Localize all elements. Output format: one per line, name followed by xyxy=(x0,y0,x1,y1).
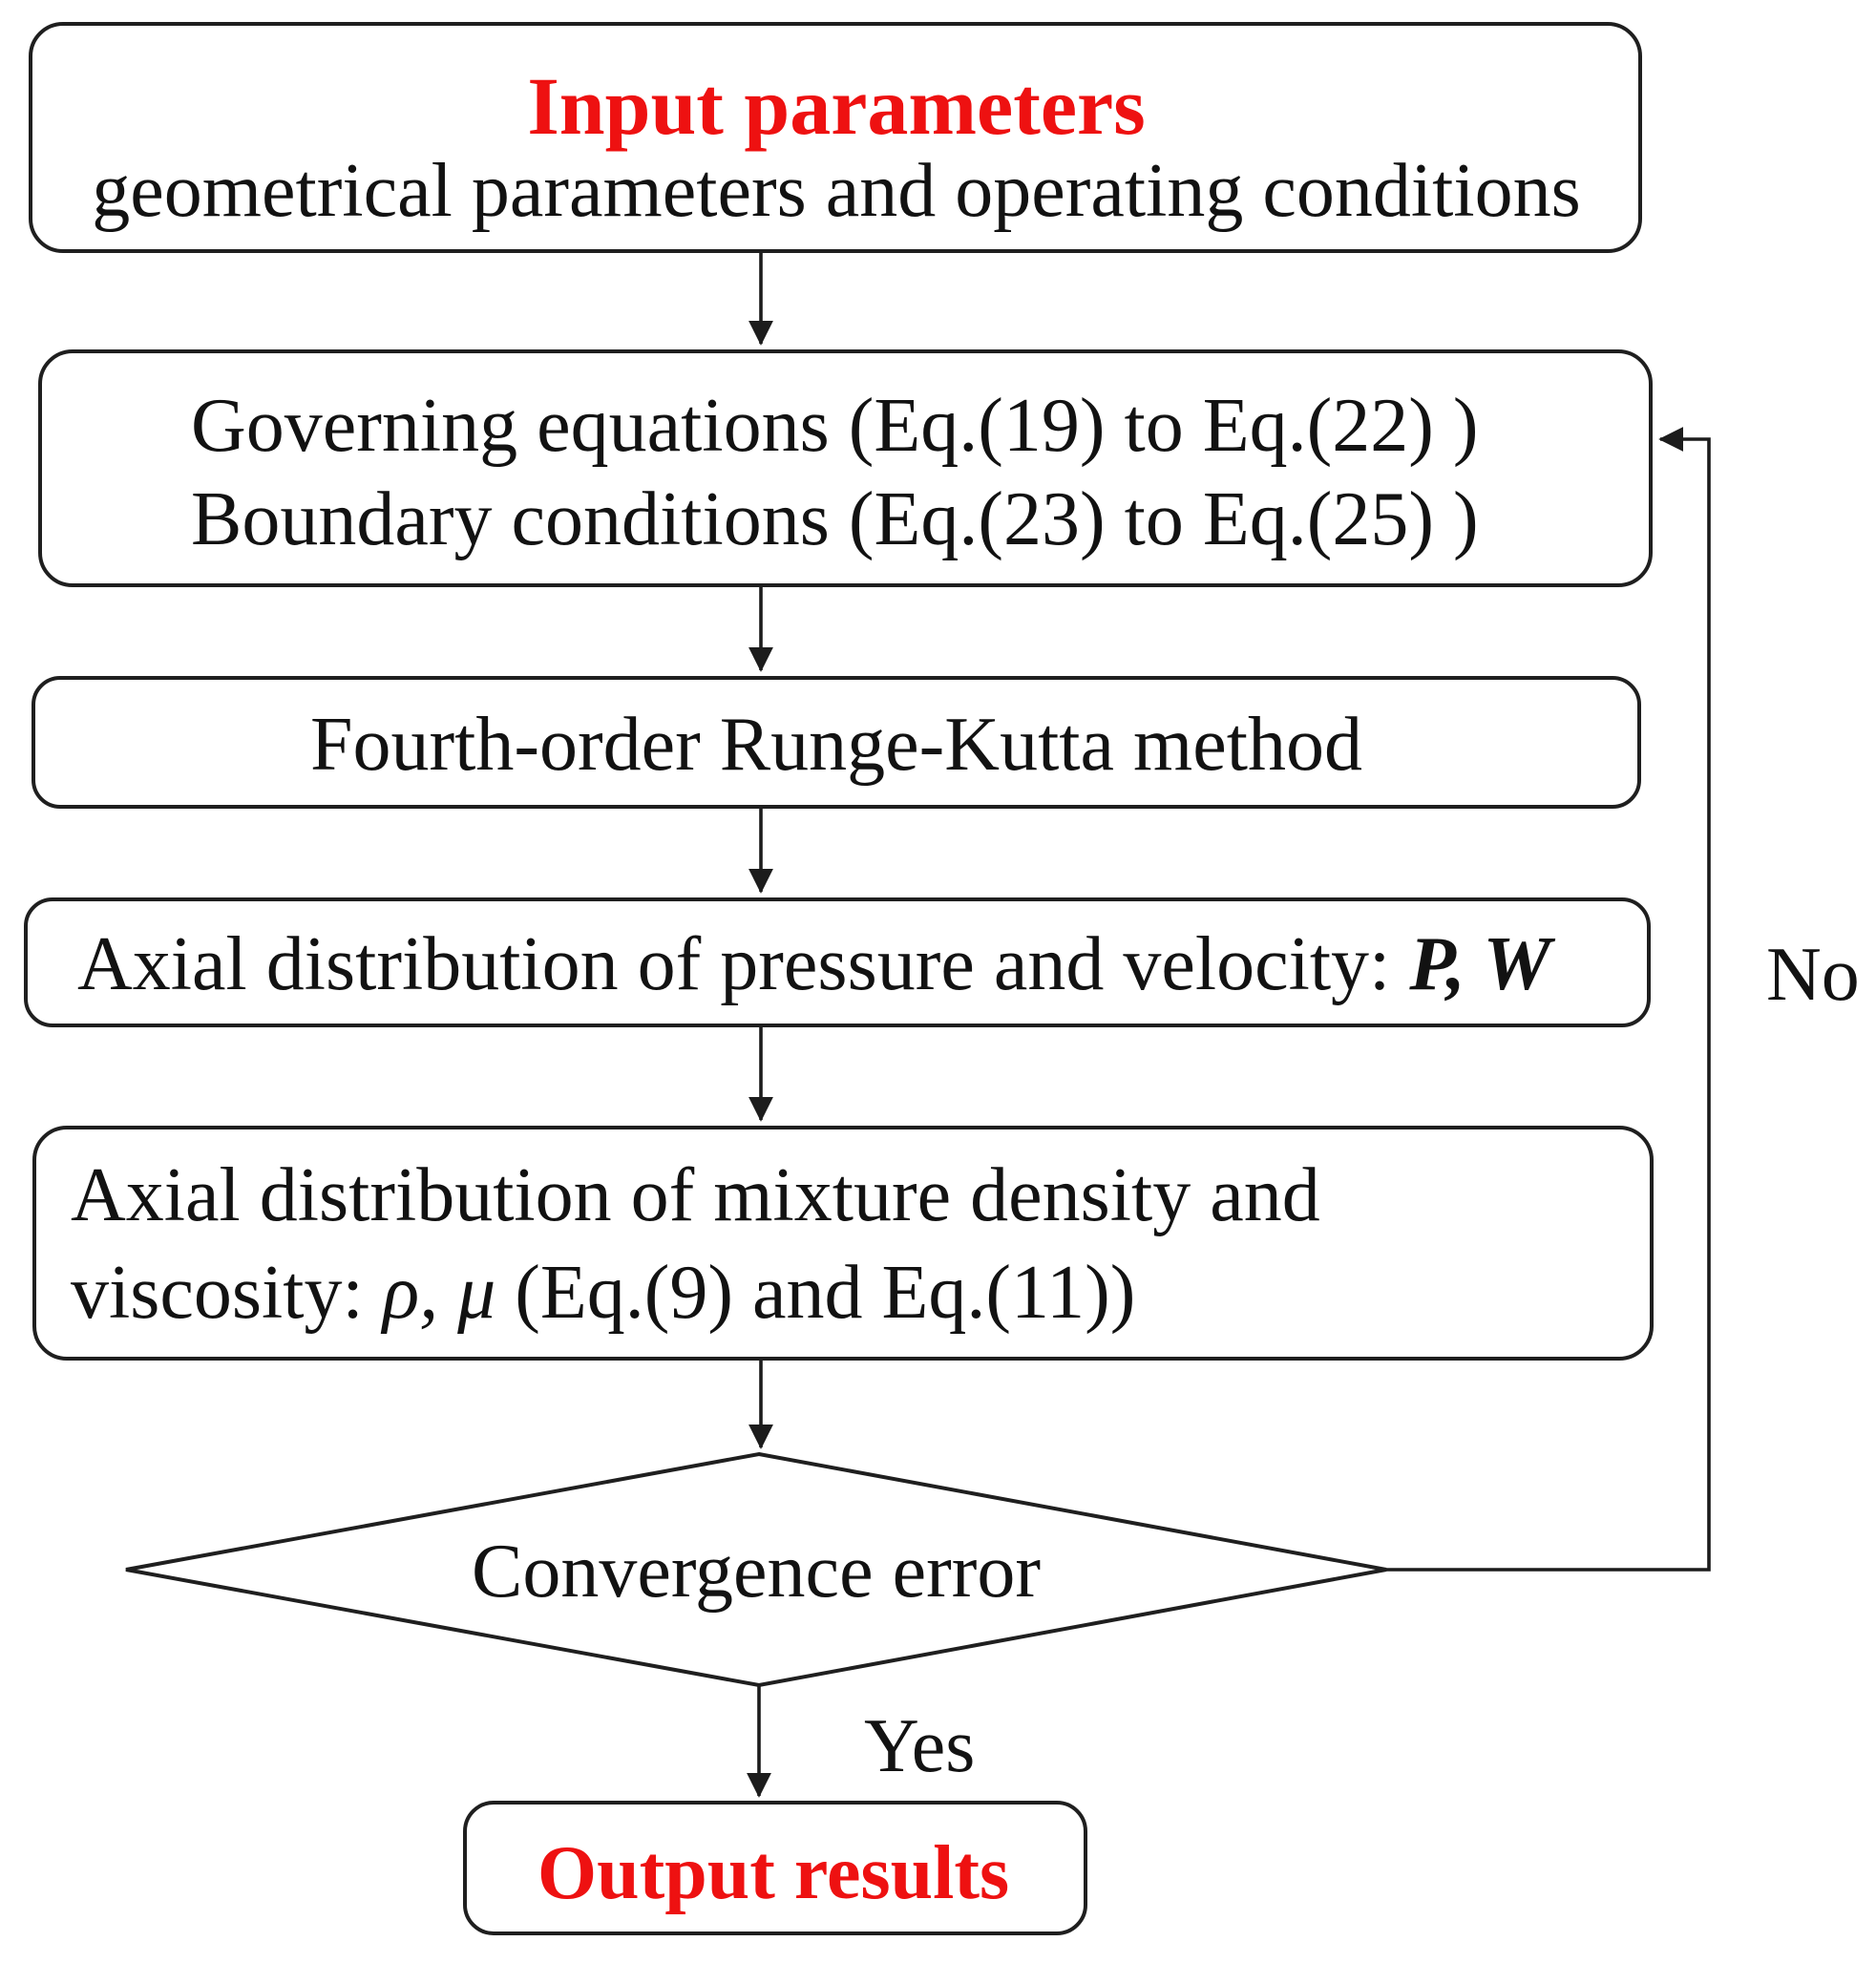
input-parameters-box xyxy=(29,22,1642,253)
node-convergence-decision: Convergence error xyxy=(125,1451,1387,1688)
axial-pressure-velocity-box xyxy=(24,897,1651,1027)
input-parameters-subtitle: geometrical parameters and operating con… xyxy=(92,149,1580,233)
arrow-decision-no-feedback xyxy=(1386,427,1711,1572)
runge-kutta-box xyxy=(32,676,1641,809)
output-results-label: Output results xyxy=(538,1831,1009,1915)
axial-density-viscosity-line2: viscosity: ρ, μ (Eq.(9) and Eq.(11)) xyxy=(71,1251,1135,1335)
yes-edge-label: Yes xyxy=(864,1704,975,1788)
output-results-box xyxy=(463,1801,1087,1935)
no-edge-label: No xyxy=(1766,933,1860,1017)
node-governing-equations: Governing equations (Eq.(19) to Eq.(22) … xyxy=(38,349,1653,587)
governing-equations-box xyxy=(38,349,1653,587)
viscosity-prefix: viscosity: xyxy=(71,1251,383,1335)
node-axial-pressure-velocity: Axial distribution of pressure and veloc… xyxy=(24,897,1651,1027)
governing-equations-line1: Governing equations (Eq.(19) to Eq.(22) … xyxy=(191,384,1479,468)
axial-density-viscosity-line1: Axial distribution of mixture density an… xyxy=(71,1153,1320,1237)
node-runge-kutta: Fourth-order Runge-Kutta method xyxy=(32,676,1641,809)
convergence-label: Convergence error xyxy=(472,1530,1041,1614)
input-parameters-title: Input parameters xyxy=(527,60,1145,152)
governing-equations-line2: Boundary conditions (Eq.(23) to Eq.(25) … xyxy=(191,477,1479,561)
axial-pressure-velocity-text: Axial distribution of pressure and veloc… xyxy=(77,922,1409,1006)
pressure-velocity-symbols: P, W xyxy=(1408,922,1555,1006)
viscosity-suffix: (Eq.(9) and Eq.(11)) xyxy=(515,1251,1135,1335)
runge-kutta-label: Fourth-order Runge-Kutta method xyxy=(310,703,1362,787)
node-output-results: Output results xyxy=(463,1801,1087,1935)
node-axial-density-viscosity: Axial distribution of mixture density an… xyxy=(32,1126,1654,1361)
node-input-parameters: Input parameters geometrical parameters … xyxy=(29,22,1642,253)
axial-density-viscosity-box xyxy=(32,1126,1654,1361)
convergence-diamond xyxy=(125,1451,1387,1688)
density-viscosity-symbols: ρ, μ xyxy=(380,1251,496,1335)
axial-pressure-velocity-label: Axial distribution of pressure and veloc… xyxy=(77,922,1555,1006)
